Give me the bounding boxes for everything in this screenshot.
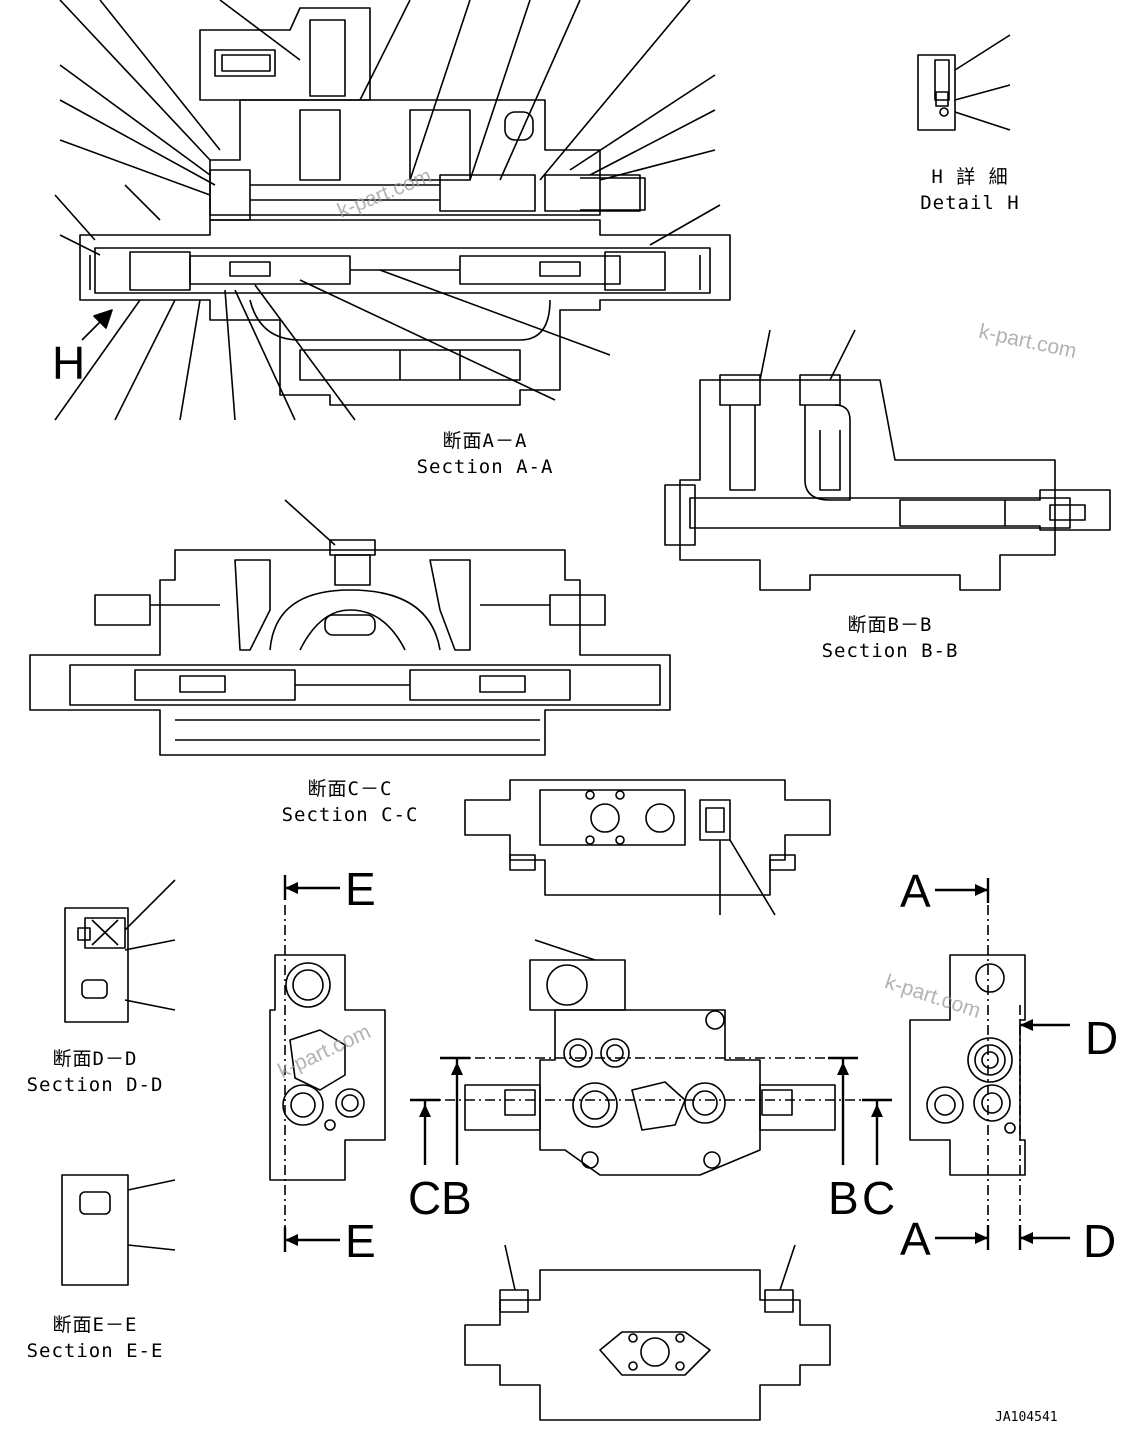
drawing-code: JA104541: [995, 1410, 1058, 1425]
section-dd-jp-label: 断面D－D: [52, 1048, 138, 1070]
section-bb-label: Section B-B: [821, 640, 959, 662]
marker-a-bottom: A: [900, 1213, 931, 1265]
side-view-a: [910, 955, 1025, 1175]
marker-e-top: E: [345, 863, 376, 915]
section-ee-label: Section E-E: [26, 1340, 164, 1362]
detail-h-label: Detail H: [920, 192, 1020, 214]
marker-c-right: C: [862, 1172, 896, 1224]
section-c-c-view: [30, 500, 670, 755]
section-d-d-view: [65, 880, 175, 1022]
section-bb-jp-label: 断面B－B: [847, 614, 933, 636]
marker-b-right: B: [828, 1172, 859, 1224]
section-aa-label: Section A-A: [416, 456, 554, 478]
section-e-e-view: [62, 1175, 175, 1285]
section-a-a-view: [55, 0, 730, 420]
marker-d-bottom: D: [1083, 1215, 1117, 1267]
marker-d-right: D: [1085, 1012, 1119, 1064]
section-cc-label: Section C-C: [281, 804, 419, 826]
bottom-view-valve: [465, 1245, 830, 1420]
marker-e-bottom: E: [345, 1215, 376, 1267]
detail-h-view: [918, 35, 1010, 130]
section-cc-jp-label: 断面C－C: [307, 778, 393, 800]
top-view-valve: [465, 780, 830, 915]
plan-view-main: [465, 940, 835, 1175]
marker-b-left: B: [441, 1172, 472, 1224]
section-cut-arrows: [285, 875, 1070, 1252]
cut-arrowheads: [285, 882, 1033, 1246]
marker-a-top: A: [900, 865, 931, 917]
section-dd-label: Section D-D: [26, 1074, 164, 1096]
detail-h-jp-label: H 詳 細: [931, 166, 1009, 188]
section-aa-jp-label: 断面A－A: [442, 430, 528, 452]
section-ee-jp-label: 断面E－E: [52, 1314, 138, 1336]
marker-h: H: [52, 337, 86, 389]
front-view-e: [270, 955, 385, 1180]
marker-c: C: [408, 1172, 442, 1224]
section-cut-lines: [285, 905, 1020, 1240]
section-b-b-view: [665, 330, 1110, 590]
